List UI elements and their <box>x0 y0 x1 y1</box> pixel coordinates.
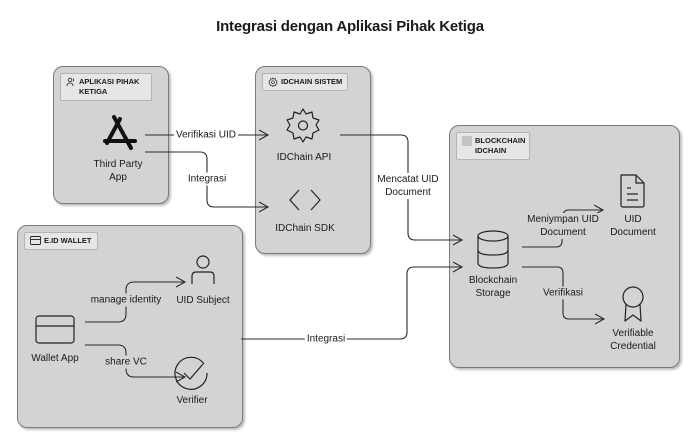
gear-icon <box>286 108 320 143</box>
arrowhead <box>258 129 270 141</box>
edge-integrasi-wallet <box>241 266 462 340</box>
check-circle-icon <box>174 356 208 390</box>
user-icon <box>191 255 215 284</box>
group-label-line1: APLIKASI PIHAK <box>79 77 140 86</box>
app-store-icon <box>103 115 137 150</box>
edge-label-verifikasi-uid: Verifikasi UID <box>173 128 239 142</box>
gear-icon <box>268 77 278 87</box>
diagram-title: Integrasi dengan Aplikasi Pihak Ketiga <box>216 18 484 35</box>
edge-label-verifikasi: Verifikasi <box>540 286 586 300</box>
users-icon <box>66 77 75 87</box>
edge-label-integrasi-sdk: Integrasi <box>185 172 229 186</box>
node-third-party-app: Third Party App <box>94 158 143 184</box>
award-icon <box>622 286 644 322</box>
node-idchain-api: IDChain API <box>276 152 332 163</box>
edge-label-line2: Document <box>540 227 586 238</box>
card-icon <box>35 315 75 344</box>
node-verifiable-credential: Verifiable Credential <box>610 327 656 353</box>
edge-label-line2: Document <box>385 187 431 198</box>
group-label-line1: BLOCKCHAIN <box>475 136 526 145</box>
code-brackets-icon <box>289 189 321 211</box>
square-icon <box>462 136 472 146</box>
card-icon <box>30 236 41 245</box>
group-label-idchain: IDCHAIN SISTEM <box>262 73 349 91</box>
node-label-line1: UID <box>624 214 642 225</box>
arrowhead <box>175 371 187 383</box>
node-verifier: Verifier <box>176 395 208 406</box>
group-label-line2: IDCHAIN <box>475 146 507 155</box>
arrowhead <box>258 201 270 213</box>
group-idchain-sistem: IDCHAIN SISTEM <box>255 66 371 254</box>
node-label-line1: Third Party <box>93 159 143 170</box>
group-label-text: E.ID WALLET <box>44 236 92 245</box>
node-uid-document: UID Document <box>610 213 656 239</box>
node-label-line2: Document <box>610 227 656 238</box>
arrowhead <box>594 313 606 325</box>
edge-label-line1: Meniympan UID <box>527 214 599 225</box>
node-label-line1: Verifiable <box>612 328 654 339</box>
node-label-line1: Blockchain <box>468 275 518 286</box>
edge-label-line1: Mencatat UID <box>377 174 439 185</box>
edge-label-manage-identity: manage identity <box>88 293 164 307</box>
edge-label-menyimpan: Meniympan UID Document <box>525 213 601 239</box>
document-icon <box>620 174 645 208</box>
edge-label-share-vc: share VC <box>103 355 149 369</box>
arrowhead <box>452 261 464 273</box>
node-blockchain-storage: Blockchain Storage <box>469 274 517 300</box>
group-label-text: IDCHAIN SISTEM <box>281 77 343 86</box>
group-label-line2: KETIGA <box>79 87 108 96</box>
node-label-line2: App <box>109 172 127 183</box>
edge-label-integrasi-wallet: Integrasi <box>304 332 348 346</box>
database-icon <box>477 230 509 269</box>
node-wallet-app: Wallet App <box>31 353 79 364</box>
group-label-wallet: E.ID WALLET <box>24 232 98 250</box>
node-label-line2: Storage <box>475 288 511 299</box>
node-idchain-sdk: IDChain SDK <box>275 223 335 234</box>
arrowhead <box>175 276 187 288</box>
arrowhead <box>452 234 464 246</box>
node-uid-subject: UID Subject <box>176 295 230 306</box>
edge-label-mencatat: Mencatat UID Document <box>375 173 441 199</box>
node-label-line2: Credential <box>610 341 656 352</box>
